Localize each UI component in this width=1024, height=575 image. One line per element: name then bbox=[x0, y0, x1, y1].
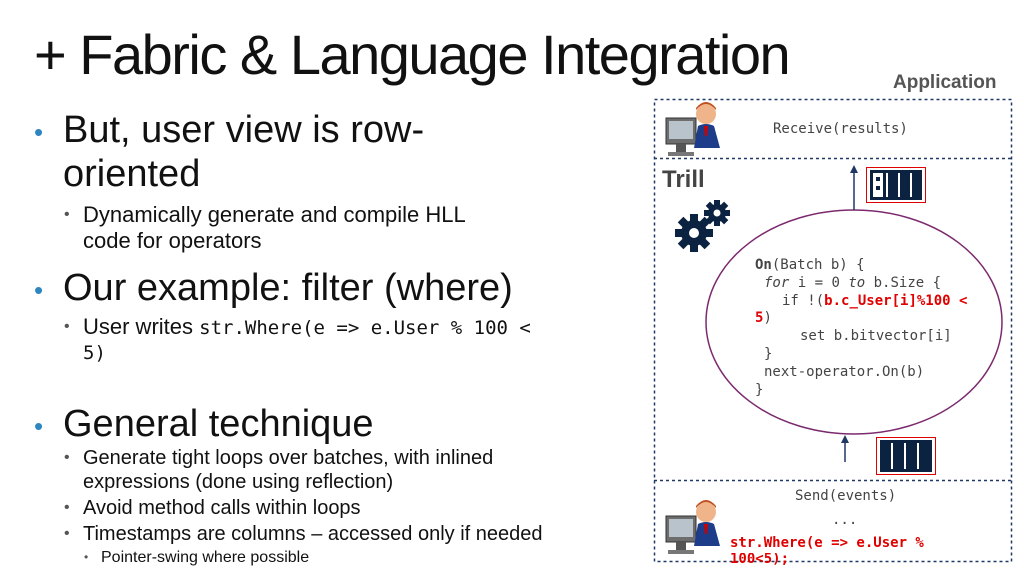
code-for-mid: i = 0 bbox=[789, 275, 849, 291]
code-for-rest: b.Size { bbox=[865, 275, 942, 291]
bullet-3-sub-3-sub: Pointer-swing where possible bbox=[101, 549, 310, 566]
bullet-2: Our example: filter (where) bbox=[63, 267, 513, 309]
ellipsis-text: ... bbox=[832, 512, 858, 528]
trill-label: Trill bbox=[662, 166, 705, 193]
batch-output bbox=[870, 170, 922, 200]
code-if-condition: b.c_User[i]%100 < bbox=[824, 293, 968, 309]
batch-output-col-1 bbox=[873, 173, 883, 197]
user-computer-icon-top bbox=[665, 102, 720, 156]
batch-output-bit-1 bbox=[876, 177, 880, 181]
bullet-1-sub-line-1: Dynamically generate and compile HLL bbox=[83, 202, 466, 227]
code-for-keyword: for bbox=[764, 275, 790, 291]
receive-results-text: Receive(results) bbox=[773, 121, 908, 137]
sub-bullet-dot: • bbox=[64, 499, 70, 516]
bullet-3-sub-3: Timestamps are columns – accessed only i… bbox=[83, 523, 543, 545]
batch-output-sep-2 bbox=[898, 173, 900, 197]
bullet-2-dot: • bbox=[34, 266, 43, 312]
send-events-text: Send(events) bbox=[795, 488, 897, 504]
bullet-2-sub-prefix: User writes bbox=[83, 314, 200, 339]
batch-input-sep-1 bbox=[891, 443, 893, 469]
bullet-1-line-1: But, user view is row- bbox=[63, 109, 425, 151]
bullet-dot: • bbox=[34, 410, 44, 441]
bullet-2-sub-code-line-2: 5) bbox=[83, 342, 106, 364]
bullet-3-dot: • bbox=[34, 402, 43, 448]
bullet-2-sub-code-line-1: str.Where(e => e.User % 100 < bbox=[199, 317, 531, 339]
bullet-3-sub-1-line-1: Generate tight loops over batches, with … bbox=[83, 447, 494, 469]
code-if-close: ) bbox=[763, 310, 772, 326]
code-line-set: set b.bitvector[i] bbox=[800, 328, 952, 344]
batch-output-bit-2 bbox=[876, 186, 880, 190]
bullet-3: General technique bbox=[63, 403, 374, 445]
gear-icon-small bbox=[704, 200, 730, 226]
batch-output-sep-1 bbox=[886, 173, 888, 197]
batch-input-sep-2 bbox=[904, 443, 906, 469]
sub-bullet-dot: • bbox=[64, 525, 70, 542]
bullet-1-sub-line-2: code for operators bbox=[83, 228, 262, 253]
batch-output-border bbox=[866, 167, 926, 203]
sub-sub-bullet-dot: • bbox=[84, 550, 89, 564]
code-line-for: for i = 0 to b.Size { bbox=[764, 275, 941, 291]
slide-title: + Fabric & Language Integration bbox=[34, 23, 791, 86]
query-line-2: 100<5); bbox=[730, 553, 790, 565]
bullet-1: • bbox=[34, 108, 43, 154]
bullet-1-line-2: oriented bbox=[63, 153, 201, 195]
user-computer-icon-bottom bbox=[665, 500, 720, 554]
bullet-dot: • bbox=[34, 274, 44, 305]
bullet-3-sub-2: Avoid method calls within loops bbox=[83, 497, 361, 519]
gear-icon-large bbox=[675, 214, 713, 252]
trill-ellipse bbox=[705, 209, 1003, 435]
batch-input bbox=[880, 440, 932, 472]
code-on-keyword: On bbox=[755, 257, 772, 273]
code-line-close-on: } bbox=[755, 382, 764, 398]
code-line-on: On(Batch b) { bbox=[755, 257, 865, 273]
bullet-2-sub: User writes str.Where(e => e.User % 100 … bbox=[83, 314, 531, 341]
application-label: Application bbox=[893, 72, 997, 93]
sub-bullet-dot: • bbox=[64, 318, 70, 335]
code-line-close-for: } bbox=[764, 346, 773, 362]
up-arrow-top-head bbox=[850, 165, 858, 173]
code-on-rest: (Batch b) { bbox=[771, 257, 865, 273]
sub-bullet-dot: • bbox=[64, 206, 70, 223]
batch-input-border bbox=[876, 437, 936, 475]
batch-output-sep-3 bbox=[910, 173, 912, 197]
code-line-if: if !(b.c_User[i]%100 < bbox=[782, 293, 967, 309]
query-line-1: str.Where(e => e.User % bbox=[730, 535, 924, 551]
bullet-3-sub-1-line-2: expressions (done using reflection) bbox=[83, 471, 394, 493]
code-line-next: next-operator.On(b) bbox=[764, 364, 925, 380]
code-to-keyword: to bbox=[848, 275, 866, 291]
bullet-dot: • bbox=[34, 116, 44, 147]
code-line-if-cont: 5) bbox=[755, 310, 772, 326]
code-if-condition-cont: 5 bbox=[755, 310, 764, 326]
sub-bullet-dot: • bbox=[64, 449, 70, 466]
code-if-prefix: if !( bbox=[782, 293, 825, 309]
batch-input-sep-3 bbox=[917, 443, 919, 469]
up-arrow-bottom-head bbox=[841, 435, 849, 443]
